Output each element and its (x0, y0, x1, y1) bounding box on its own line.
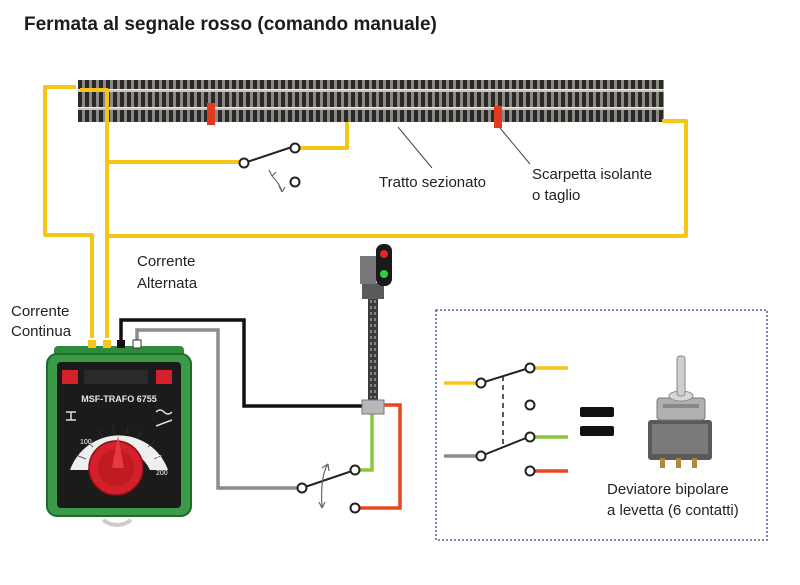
label-deviatore-1: Deviatore bipolare (607, 481, 729, 498)
signal-switch (296, 463, 361, 514)
insulating-joint-left (207, 103, 215, 125)
label-corrente-alternata-2: Alternata (137, 275, 198, 292)
dial-tick-100: 100 (80, 439, 92, 446)
insulating-joint-right (494, 106, 502, 128)
signal-green-lamp (380, 270, 388, 278)
dial-tick-200: 200 (156, 470, 168, 477)
track-switch (238, 142, 301, 193)
toggle-switch-photo (648, 355, 712, 468)
track (78, 80, 664, 122)
gray-wire (135, 328, 298, 490)
switch-detail-box (435, 309, 768, 541)
label-scarpetta-1: Scarpetta isolante (532, 166, 653, 183)
terminal-black (117, 340, 125, 348)
signal-mast (360, 244, 392, 415)
dial-tick-150: 150 (150, 455, 162, 462)
label-corrente-continua-1: Corrente (11, 303, 70, 320)
black-wire (119, 318, 362, 408)
signal-red-lamp (380, 250, 388, 258)
leader-scarpetta (499, 127, 531, 165)
equals-sign (580, 407, 614, 436)
terminal-yellow-2 (103, 340, 111, 348)
terminal-white (132, 339, 142, 349)
schematic-switch (444, 362, 568, 477)
leader-tratto (397, 126, 433, 169)
transformer-model: MSF-TRAFO 6755 (81, 394, 157, 404)
terminal-yellow-1 (88, 340, 96, 348)
page-title: Fermata al segnale rosso (comando manual… (24, 14, 437, 35)
transformer: MSF-TRAFO 6755 100 150 200 (46, 346, 192, 527)
label-corrente-alternata-1: Corrente (137, 253, 196, 270)
label-scarpetta-2: o taglio (532, 187, 581, 204)
label-corrente-continua-2: Continua (11, 323, 72, 340)
label-deviatore-2: a levetta (6 contatti) (607, 502, 739, 519)
yellow-wires (43, 85, 688, 338)
green-wire (356, 413, 374, 472)
orange-wire (356, 403, 402, 510)
label-tratto-sezionato: Tratto sezionato (379, 174, 486, 191)
